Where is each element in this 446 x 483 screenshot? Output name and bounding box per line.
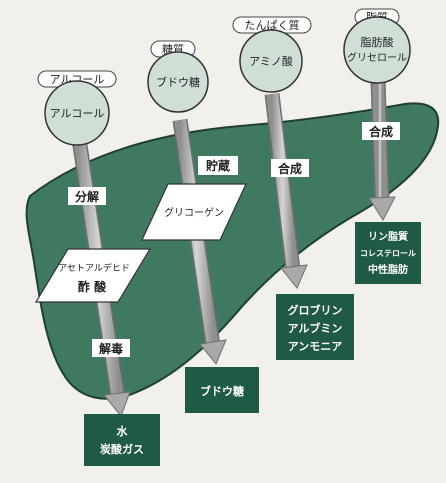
intermediate-alcohol: アセトアルデヒド 酢 酸 (34, 248, 152, 303)
product-box-lipid: リン脂質 コレステロール 中性脂肪 (355, 222, 421, 284)
svg-text:脂肪酸: 脂肪酸 (361, 35, 394, 49)
svg-text:解毒: 解毒 (99, 341, 123, 356)
svg-text:炭酸ガス: 炭酸ガス (100, 442, 144, 456)
svg-text:リン脂質: リン脂質 (368, 230, 408, 243)
intermediate-sugar: グリコーゲン (141, 183, 247, 241)
svg-text:アルコール: アルコール (50, 107, 105, 120)
svg-text:酢 酸: 酢 酸 (78, 279, 107, 294)
node-protein: アミノ酸 (239, 29, 303, 93)
process-label-decompose: 分解 (68, 187, 106, 205)
product-box-protein: グロブリン アルブミン アンモニア (276, 294, 354, 360)
svg-text:グリセロール: グリセロール (347, 51, 407, 64)
svg-text:中性脂肪: 中性脂肪 (368, 263, 408, 276)
process-label-synthesis-protein: 合成 (271, 159, 309, 177)
svg-text:たんぱく質: たんぱく質 (245, 18, 300, 32)
svg-text:グロブリン: グロブリン (288, 303, 343, 317)
svg-text:アミノ酸: アミノ酸 (249, 54, 293, 68)
svg-text:合成: 合成 (369, 124, 393, 139)
svg-text:アルブミン: アルブミン (288, 321, 343, 335)
arrow-protein (264, 93, 308, 289)
node-lipid: 脂肪酸 グリセロール (343, 16, 411, 84)
svg-text:水: 水 (117, 424, 129, 438)
category-tag-alcohol: アルコール (37, 70, 117, 88)
svg-text:ブドウ糖: ブドウ糖 (200, 384, 244, 398)
svg-text:アンモニア: アンモニア (288, 340, 343, 353)
svg-text:アセトアルデヒド: アセトアルデヒド (58, 262, 130, 274)
product-box-sugar: ブドウ糖 (185, 367, 259, 413)
process-label-detox: 解毒 (92, 339, 130, 357)
liver-shape (25, 102, 440, 400)
svg-text:分解: 分解 (75, 189, 99, 204)
node-alcohol: アルコール (44, 80, 110, 146)
svg-text:貯蔵: 貯蔵 (206, 158, 230, 173)
svg-text:コレステロール: コレステロール (360, 249, 416, 258)
svg-text:合成: 合成 (278, 161, 302, 176)
process-label-storage: 貯蔵 (198, 156, 238, 175)
node-sugar: ブドウ糖 (147, 51, 209, 113)
svg-text:ブドウ糖: ブドウ糖 (156, 75, 200, 89)
svg-text:グリコーゲン: グリコーゲン (164, 206, 224, 219)
product-box-alcohol: 水 炭酸ガス (84, 414, 160, 466)
process-label-synthesis-lipid: 合成 (362, 122, 400, 140)
svg-text:アルコール: アルコール (50, 73, 105, 86)
